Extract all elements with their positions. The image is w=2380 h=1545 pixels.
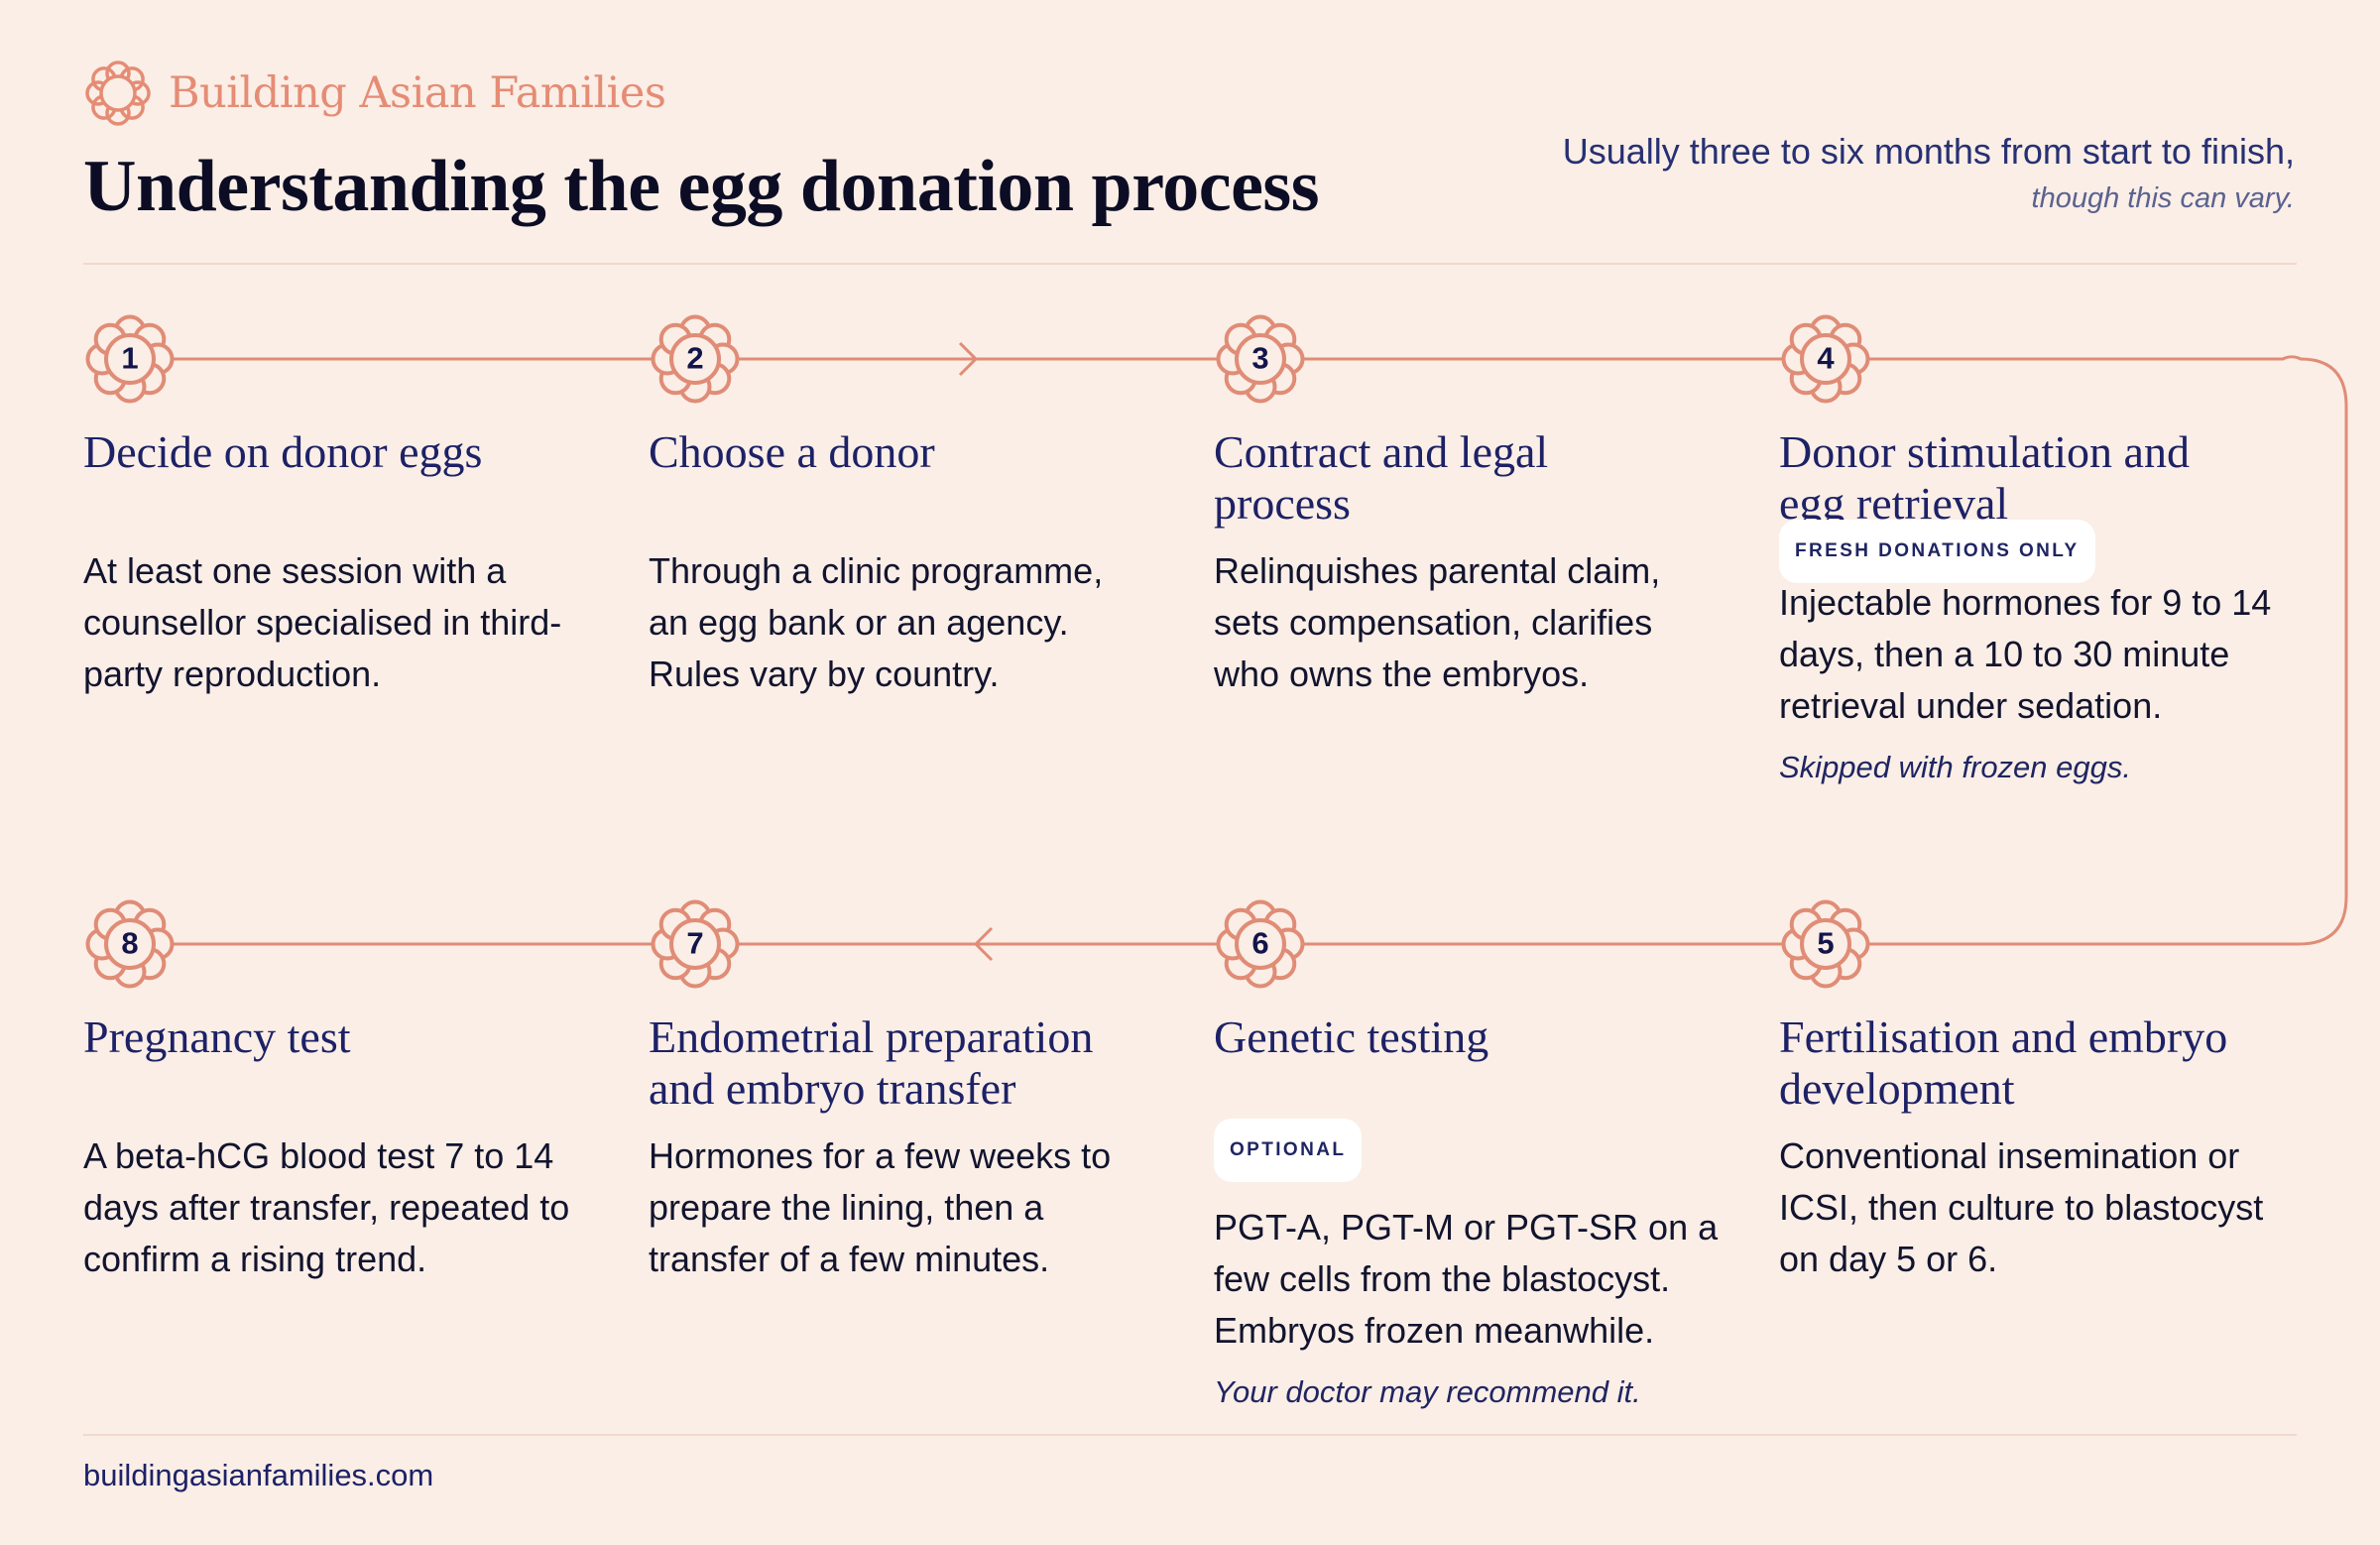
step-8-number: 8 bbox=[121, 926, 138, 961]
step-2-body: Through a clinic programme, an egg bank o… bbox=[649, 545, 1103, 700]
step-7-number: 7 bbox=[686, 926, 703, 961]
step-5-flower-icon: 5 bbox=[1781, 899, 1870, 989]
step-1-title: Decide on donor eggs bbox=[83, 426, 589, 478]
step-7-body: Hormones for a few weeks to prepare the l… bbox=[649, 1130, 1111, 1285]
step-desc-line: who owns the embryos. bbox=[1214, 654, 1590, 694]
step-4-number: 4 bbox=[1817, 341, 1835, 376]
step-title-line: Endometrial preparation bbox=[649, 1011, 1094, 1062]
footer-divider bbox=[83, 1434, 2297, 1436]
step-desc-line: Injectable hormones for 9 to 14 bbox=[1779, 582, 2272, 623]
step-desc-line: Rules vary by country. bbox=[649, 654, 1000, 694]
page-title: Understanding the egg donation process bbox=[83, 146, 1320, 227]
step-desc-line: PGT-A, PGT-M or PGT-SR on a bbox=[1214, 1207, 1719, 1248]
step-title-line: Decide on donor eggs bbox=[83, 426, 483, 477]
step-desc-line: Relinquishes parental claim, bbox=[1214, 550, 1661, 591]
step-desc-line: days after transfer, repeated to bbox=[83, 1187, 570, 1228]
step-title-line: Genetic testing bbox=[1214, 1011, 1489, 1062]
step-desc-line: prepare the lining, then a bbox=[649, 1187, 1044, 1228]
step-2-number: 2 bbox=[686, 341, 703, 376]
step-title-line: Choose a donor bbox=[649, 426, 935, 477]
step-3-flower-icon: 3 bbox=[1216, 314, 1305, 404]
step-6-number: 6 bbox=[1251, 926, 1268, 961]
step-4-badge-wrap: FRESH DONATIONS ONLY bbox=[1779, 520, 2271, 583]
step-title-line: Donor stimulation and bbox=[1779, 426, 2190, 477]
step-6-title: Genetic testing bbox=[1214, 1011, 1720, 1063]
step-8-title: Pregnancy test bbox=[83, 1011, 589, 1063]
step-1: Decide on donor eggs At least one session… bbox=[83, 426, 589, 694]
step-desc-line: confirm a rising trend. bbox=[83, 1239, 427, 1279]
step-desc-line: Embryos frozen meanwhile. bbox=[1214, 1310, 1655, 1351]
step-desc-line: Hormones for a few weeks to bbox=[649, 1135, 1112, 1176]
step-4-flower-icon: 4 bbox=[1781, 314, 1870, 404]
footer-url[interactable]: buildingasianfamilies.com bbox=[83, 1458, 434, 1492]
header-divider bbox=[83, 263, 2297, 265]
step-desc-line: counsellor specialised in third- bbox=[83, 602, 562, 643]
step-1-number: 1 bbox=[121, 341, 138, 376]
step-desc-line: party reproduction. bbox=[83, 654, 382, 694]
step-title-line: and embryo transfer bbox=[649, 1063, 1016, 1114]
step-desc-line: an egg bank or an agency. bbox=[649, 602, 1069, 643]
step-desc-line: days, then a 10 to 30 minute bbox=[1779, 634, 2230, 674]
step-1-body: At least one session with a counsellor sp… bbox=[83, 545, 561, 700]
step-2-flower-icon: 2 bbox=[651, 314, 740, 404]
subtitle-duration: Usually three to six months from start t… bbox=[1562, 131, 2295, 172]
step-title-line: Fertilisation and embryo bbox=[1779, 1011, 2228, 1062]
step-5-body: Conventional insemination or ICSI, then c… bbox=[1779, 1130, 2263, 1285]
step-6-flower-icon: 6 bbox=[1216, 899, 1305, 989]
step-desc-line: Through a clinic programme, bbox=[649, 550, 1104, 591]
step-1-flower-icon: 1 bbox=[85, 314, 175, 404]
step-title-line: process bbox=[1214, 478, 1351, 529]
step-desc-line: on day 5 or 6. bbox=[1779, 1239, 1998, 1279]
step-3-number: 3 bbox=[1251, 341, 1268, 376]
step-title-line: development bbox=[1779, 1063, 2015, 1114]
step-4-badge: FRESH DONATIONS ONLY bbox=[1779, 520, 2095, 583]
step-6-badge-wrap: OPTIONAL bbox=[1214, 1099, 1718, 1202]
step-desc-line: retrieval under sedation. bbox=[1779, 685, 2163, 726]
step-4-note: Skipped with frozen eggs. bbox=[1779, 750, 2131, 784]
step-8-body: A beta-hCG blood test 7 to 14 days after … bbox=[83, 1130, 569, 1285]
subtitle: Usually three to six months from start t… bbox=[1563, 131, 2295, 215]
step-6-badge: OPTIONAL bbox=[1214, 1119, 1363, 1182]
arrow-right-icon bbox=[958, 341, 979, 377]
brand: Building Asian Families bbox=[83, 58, 666, 129]
step-title-line: Contract and legal bbox=[1214, 426, 1549, 477]
arrow-left-icon bbox=[973, 926, 994, 962]
step-6-note: Your doctor may recommend it. bbox=[1214, 1374, 1641, 1409]
step-desc-line: Conventional insemination or bbox=[1779, 1135, 2240, 1176]
subtitle-caveat: though this can vary. bbox=[2031, 182, 2295, 214]
flower-icon bbox=[85, 60, 151, 126]
step-8-flower-icon: 8 bbox=[85, 899, 175, 989]
step-2-title: Choose a donor bbox=[649, 426, 1154, 478]
step-desc-line: transfer of a few minutes. bbox=[649, 1239, 1050, 1279]
step-desc-line: At least one session with a bbox=[83, 550, 507, 591]
step-desc-line: A beta-hCG blood test 7 to 14 bbox=[83, 1135, 554, 1176]
step-7-flower-icon: 7 bbox=[651, 899, 740, 989]
step-8: Pregnancy test A beta-hCG blood test 7 to… bbox=[83, 1011, 589, 1279]
step-3-body: Relinquishes parental claim, sets compens… bbox=[1214, 545, 1660, 700]
connector-loop bbox=[1825, 355, 2348, 946]
step-desc-line: sets compensation, clarifies bbox=[1214, 602, 1653, 643]
step-title-line: Pregnancy test bbox=[83, 1011, 351, 1062]
step-desc-line: ICSI, then culture to blastocyst bbox=[1779, 1187, 2264, 1228]
step-desc-line: few cells from the blastocyst. bbox=[1214, 1258, 1671, 1299]
brand-name: Building Asian Families bbox=[169, 68, 666, 118]
step-5-number: 5 bbox=[1817, 926, 1834, 961]
step-6-body: OPTIONAL PGT-A, PGT-M or PGT-SR on a few c… bbox=[1214, 1099, 1718, 1418]
